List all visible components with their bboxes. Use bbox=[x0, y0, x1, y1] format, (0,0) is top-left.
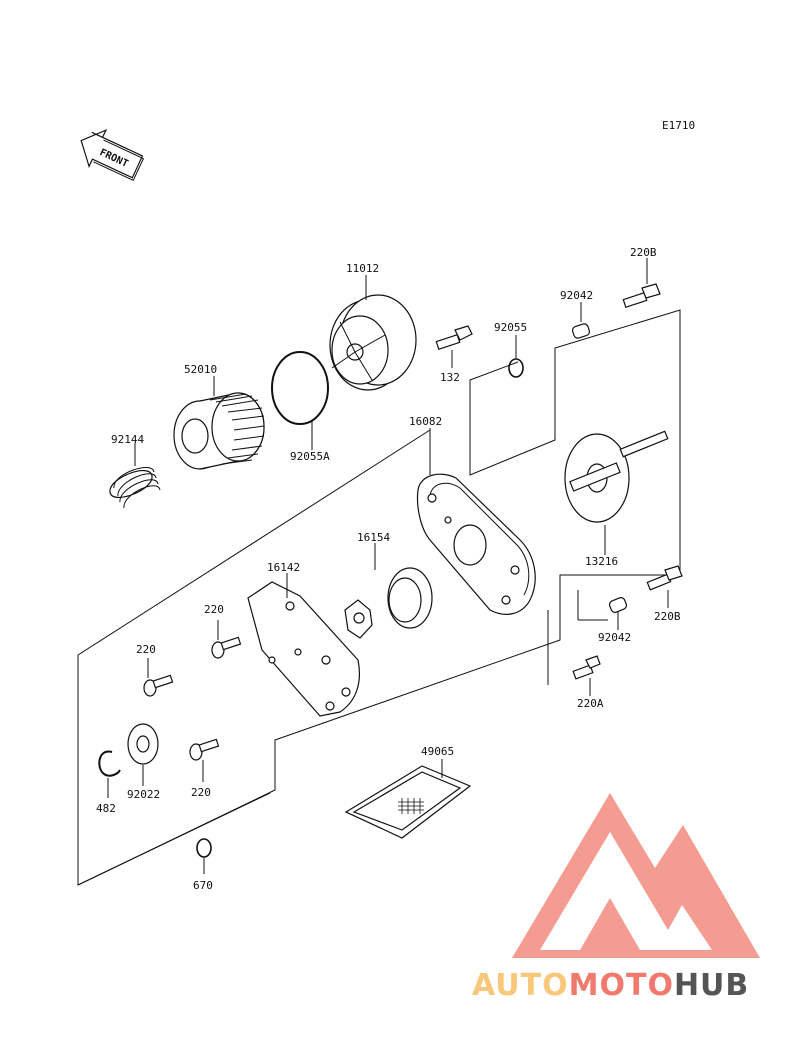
label-92042-right: 92042 bbox=[598, 631, 631, 644]
label-220A: 220A bbox=[577, 697, 604, 710]
part-220-screw-a bbox=[211, 620, 242, 659]
label-16082: 16082 bbox=[409, 415, 442, 428]
svg-text:AUTOMOTOHUB: AUTOMOTOHUB bbox=[472, 968, 749, 1003]
label-92042-top: 92042 bbox=[560, 289, 593, 302]
part-16082-pump-body bbox=[416, 428, 536, 615]
part-92022-washer bbox=[127, 723, 159, 786]
part-220A-bolt bbox=[572, 655, 601, 696]
part-92042-dowel-right bbox=[608, 597, 628, 630]
label-92022: 92022 bbox=[127, 788, 160, 801]
brand-text-auto: AUTO bbox=[472, 968, 569, 1003]
label-220-b: 220 bbox=[136, 643, 156, 656]
label-92055: 92055 bbox=[494, 321, 527, 334]
label-220-a: 220 bbox=[204, 603, 224, 616]
part-52010-filter bbox=[173, 376, 265, 470]
part-670-oring bbox=[196, 838, 212, 874]
label-49065: 49065 bbox=[421, 745, 454, 758]
label-92144: 92144 bbox=[111, 433, 144, 446]
part-220B-bolt-top bbox=[622, 258, 661, 308]
label-670: 670 bbox=[193, 879, 213, 892]
part-132-bolt bbox=[435, 325, 473, 368]
part-92055A-oring bbox=[271, 351, 329, 450]
label-482: 482 bbox=[96, 802, 116, 815]
label-16142: 16142 bbox=[267, 561, 300, 574]
part-16154-rotor bbox=[344, 543, 433, 639]
label-220B-top: 220B bbox=[630, 246, 657, 259]
part-92144-spring bbox=[109, 443, 161, 509]
part-482-circlip bbox=[98, 750, 121, 798]
label-13216: 13216 bbox=[585, 555, 618, 568]
front-arrow-icon: FRONT bbox=[80, 128, 145, 182]
part-220B-bolt-right bbox=[646, 565, 683, 608]
part-220-screw-b bbox=[143, 658, 174, 697]
part-49065-screen bbox=[344, 759, 472, 839]
diagram-code: E1710 bbox=[662, 119, 695, 132]
brand-text-hub: HUB bbox=[674, 968, 749, 1003]
part-220-screw-c bbox=[189, 738, 220, 782]
part-11012 bbox=[329, 275, 417, 391]
label-220-c: 220 bbox=[191, 786, 211, 799]
part-13216-gear bbox=[564, 430, 669, 555]
label-220B-right: 220B bbox=[654, 610, 681, 623]
label-132: 132 bbox=[440, 371, 460, 384]
part-16142-cover bbox=[247, 573, 361, 717]
automotohub-logo: AUTOMOTOHUB bbox=[472, 793, 760, 1003]
label-92055A: 92055A bbox=[290, 450, 330, 463]
label-52010: 52010 bbox=[184, 363, 217, 376]
label-11012: 11012 bbox=[346, 262, 379, 275]
label-16154: 16154 bbox=[357, 531, 390, 544]
part-92055-oring bbox=[508, 335, 524, 378]
brand-text-moto: MOTO bbox=[569, 968, 674, 1003]
part-92042-dowel-top bbox=[571, 302, 591, 339]
